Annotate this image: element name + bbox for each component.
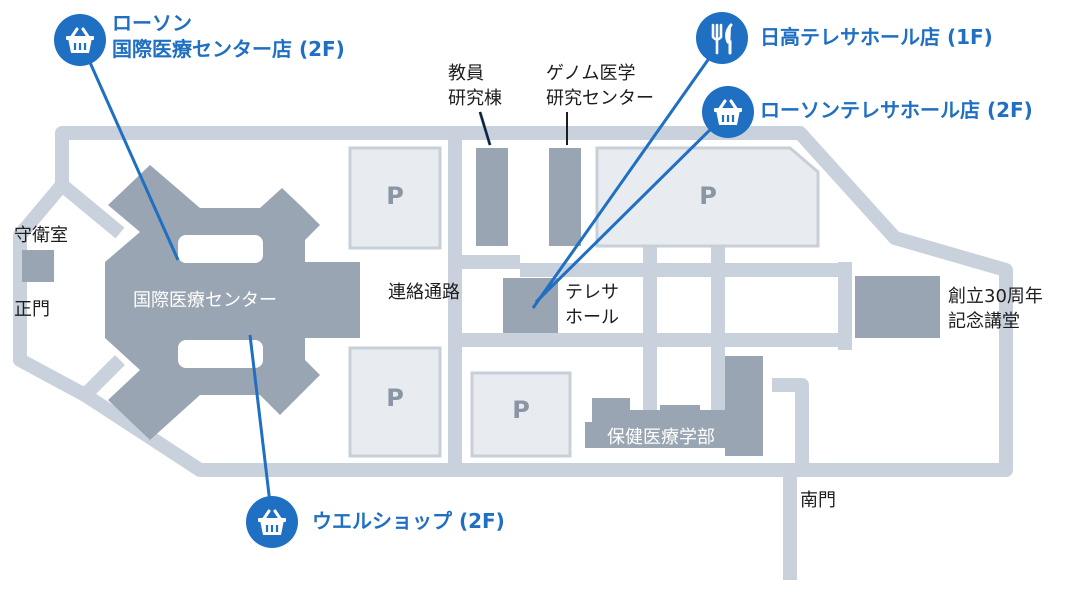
parking-label: P [512, 396, 530, 424]
store-pin-hidaka-terasa[interactable]: 日高テレサホール店 (1F) [696, 12, 993, 64]
genome-center-label: ゲノム医学 [546, 63, 635, 84]
terasa-hall-label: ホール [565, 307, 619, 328]
parking-label: P [699, 182, 717, 210]
store-pin-lawson-terasa[interactable]: ローソンテレサホール店 (2F) [702, 86, 1033, 138]
faculty-lab-building [476, 148, 508, 246]
national-center-label: 国際医療センター [133, 290, 277, 311]
parking-lot [470, 371, 572, 458]
faculty-lab-label: 教員 [448, 63, 484, 84]
anniversary-hall-label: 創立30周年 [948, 286, 1043, 307]
south-gate-label: 南門 [800, 490, 836, 511]
main-gate-label: 正門 [14, 299, 50, 320]
store-name: ウエルショップ (2F) [312, 509, 505, 533]
store-name: ローソンテレサホール店 (2F) [760, 98, 1033, 122]
anniversary-hall-building [855, 276, 940, 338]
store-pin-welshop[interactable]: ウエルショップ (2F) [246, 496, 505, 548]
parking-label: P [386, 384, 404, 412]
parking-lot [348, 346, 442, 458]
health-faculty-building [585, 356, 763, 456]
roads [13, 126, 1013, 580]
parking-lot [595, 146, 820, 248]
national-center-building [105, 165, 360, 440]
parking-label: P [386, 182, 404, 210]
anniversary-hall-label: 記念講堂 [948, 310, 1020, 332]
faculty-lab-label: 研究棟 [448, 88, 502, 109]
fork-knife-icon [711, 23, 733, 55]
leader-lines [78, 39, 730, 521]
building-labels: 国際医療センター 守衛室 正門 連絡通路 テレサ ホール 教員 研究棟 ゲノム医… [14, 63, 1043, 511]
store-name: ローソン [112, 11, 192, 35]
genome-center-building [549, 148, 581, 246]
store-name: 国際医療センター店 (2F) [112, 37, 345, 61]
parking-lots: P P P P [348, 146, 820, 458]
corridor-label: 連絡通路 [388, 282, 460, 303]
store-name: 日高テレサホール店 (1F) [760, 25, 993, 49]
parking-lot [348, 146, 442, 250]
guard-room-building [22, 250, 54, 282]
guard-room-label: 守衛室 [14, 225, 68, 246]
genome-center-label: 研究センター [546, 88, 654, 109]
health-faculty-label: 保健医療学部 [607, 427, 715, 448]
store-pin-lawson-center[interactable]: ローソン 国際医療センター店 (2F) [54, 11, 345, 66]
terasa-hall-label: テレサ [565, 282, 619, 303]
